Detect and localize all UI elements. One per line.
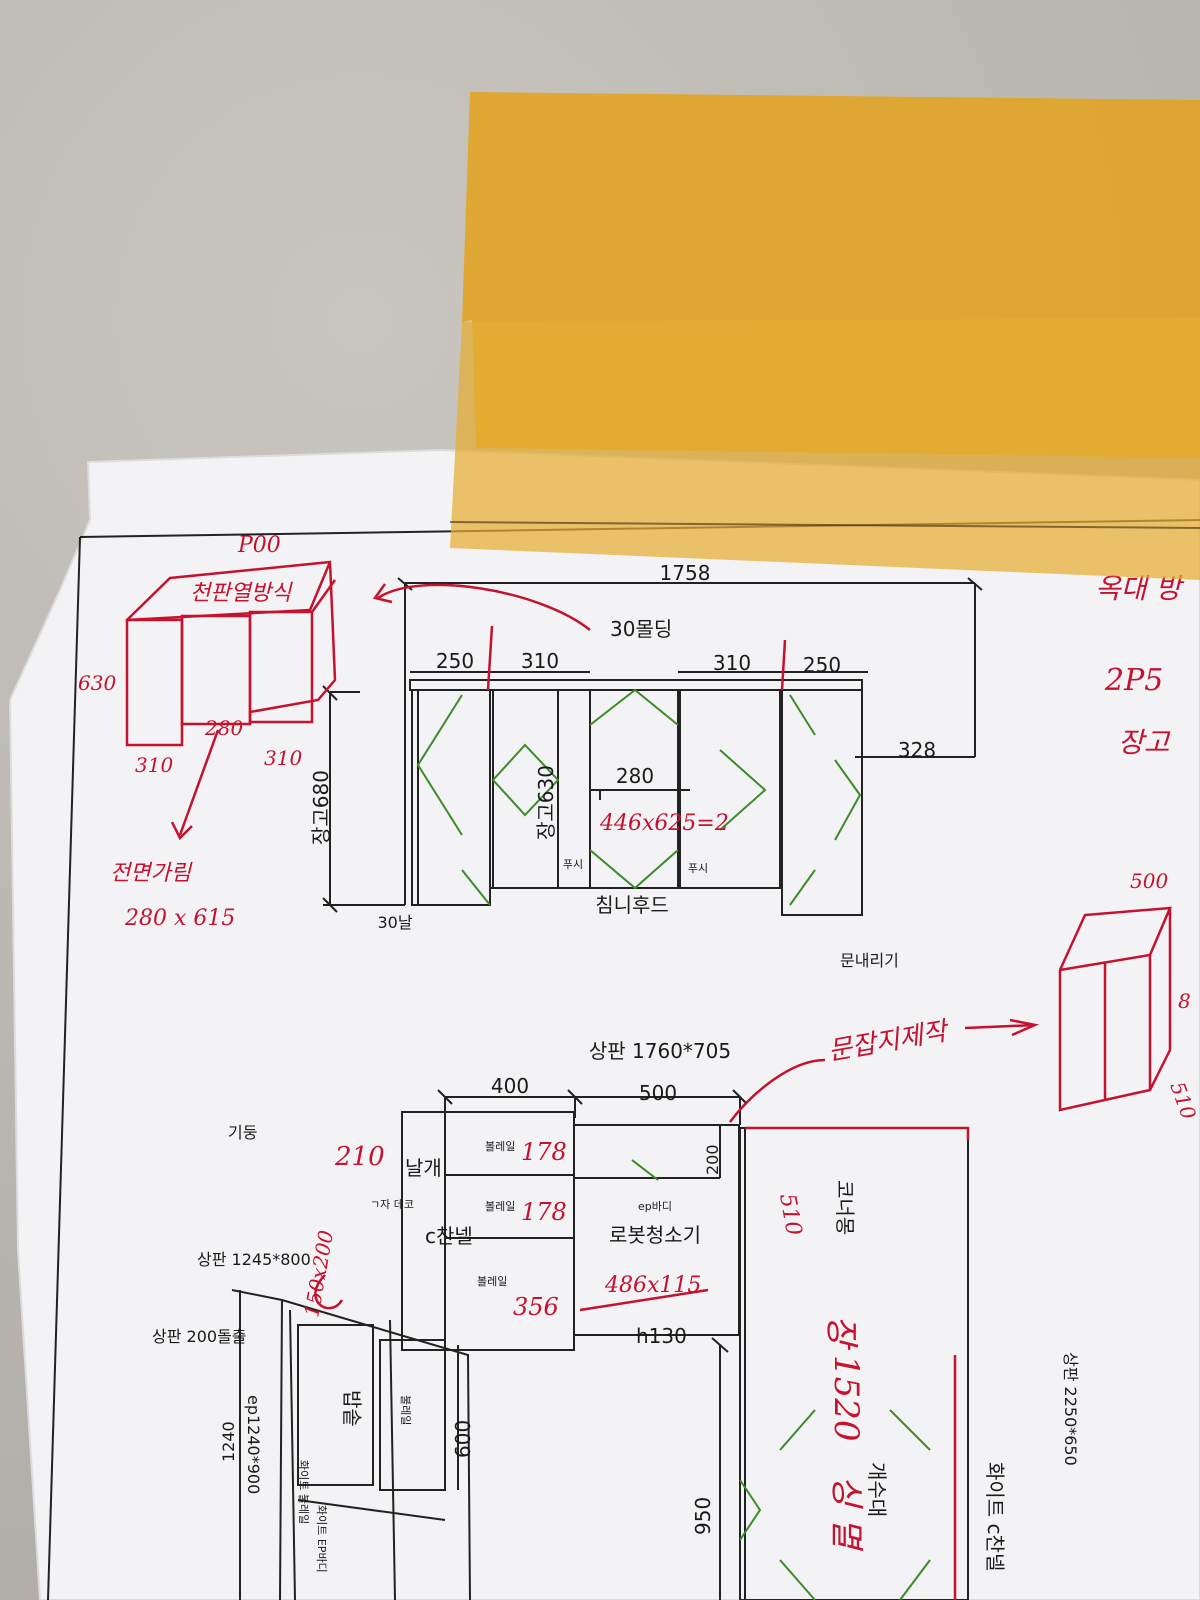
red-sink-note-1: 장 xyxy=(821,1315,861,1351)
upper-right-gap: 328 xyxy=(898,738,936,762)
red-front-panel-size: 280 x 615 xyxy=(124,906,235,931)
c-channel-label: c찬넬 xyxy=(425,1224,473,1248)
red-front-panel: 전면가림 xyxy=(110,861,193,886)
red-right-note-1: 옥대 방 xyxy=(1095,572,1184,605)
push-right-label: 푸시 xyxy=(688,862,708,875)
upper-cabinet-drawing xyxy=(322,577,983,916)
red-sink-note-3: 싱 멸 xyxy=(826,1475,866,1551)
rail-1-label: 볼레일 xyxy=(485,1139,515,1153)
wing-label: 날개 xyxy=(405,1156,442,1180)
red-sketch-top: P00 xyxy=(237,533,281,558)
red-sketch-height: 630 xyxy=(78,671,116,695)
red-sketch-right: 310 xyxy=(264,746,302,770)
lower-cabinet-drawing xyxy=(231,1089,969,1600)
upper-total-width: 1758 xyxy=(660,561,711,585)
countertop-right-label: 상판 2250*650 xyxy=(1061,1352,1080,1466)
page-border-left xyxy=(47,536,81,1600)
red-box-top: 500 xyxy=(1130,869,1168,893)
red-lower-marks xyxy=(314,906,1172,1600)
ep-side-label: ep1240*900 xyxy=(244,1395,263,1494)
center-width-label: 280 xyxy=(616,764,654,788)
chimney-hood-label: 침니후드 xyxy=(595,893,669,917)
upper-width-3: 310 xyxy=(713,651,751,675)
bottom-left-label: 30날 xyxy=(377,913,412,932)
door-drop-label: 문내리기 xyxy=(840,951,899,970)
lower-width-1: 400 xyxy=(491,1074,529,1098)
gap-200-label: 200 xyxy=(703,1144,722,1175)
red-box-side: 8 xyxy=(1178,989,1191,1013)
lower-door-swing-marks xyxy=(631,1159,931,1600)
rail-2-label: 볼레일 xyxy=(485,1199,515,1213)
rail-3-label: 볼레일 xyxy=(477,1274,507,1288)
red-right-note-3: 장고 xyxy=(1118,726,1171,759)
left-label-2: 화이트 EP바디 xyxy=(315,1505,328,1573)
left-label-1: 밥솥 xyxy=(340,1390,364,1427)
red-rail-size-3: 356 xyxy=(513,1293,559,1321)
white-channel-label: 화이트 c찬넬 xyxy=(983,1462,1007,1571)
red-sketch-center: 280 xyxy=(204,716,243,740)
push-left-label: 푸시 xyxy=(563,858,583,871)
corner-deco-label: ㄱ자 데코 xyxy=(370,1198,414,1211)
drawer-small-2-label: 화이트 불레일 xyxy=(297,1460,311,1524)
corner-mong-label: 코너몽 xyxy=(833,1180,857,1235)
molding-label: 30몰딩 xyxy=(610,617,672,641)
red-upper-sketch xyxy=(125,560,787,841)
red-right-note-2: 2P5 xyxy=(1104,663,1163,698)
countertop-left-label: 상판 1245*800 xyxy=(197,1250,311,1269)
drawer-small-1-label: 불레일 xyxy=(399,1395,413,1425)
red-center-note: 446x625=2 xyxy=(599,811,729,836)
height-600-label: 600 xyxy=(451,1420,475,1458)
upper-door-swing-marks xyxy=(416,688,862,906)
red-sketch-title: 천판열방식 xyxy=(190,581,293,606)
red-rail-size-1: 178 xyxy=(521,1138,567,1166)
red-sketch-left: 310 xyxy=(135,753,173,777)
height-1240-label: 1240 xyxy=(219,1421,238,1462)
countertop-main-label: 상판 1760*705 xyxy=(589,1039,731,1063)
sink-label: 개수대 xyxy=(865,1462,889,1517)
pillar-label: 기둥 xyxy=(228,1123,257,1142)
height-left-label: 장고680 xyxy=(309,770,333,845)
upper-width-4: 250 xyxy=(803,653,841,677)
upper-width-2: 310 xyxy=(521,649,559,673)
red-rail-size-2: 178 xyxy=(521,1198,567,1226)
robot-cleaner-label: 로봇청소기 xyxy=(609,1223,701,1247)
height-950-label: 950 xyxy=(691,1497,715,1535)
ep-body-label: ep바디 xyxy=(638,1200,672,1213)
red-left-number: 210 xyxy=(334,1142,385,1172)
red-robot-size: 486x115 xyxy=(604,1273,701,1298)
h130-label: h130 xyxy=(636,1324,687,1348)
upper-width-1: 250 xyxy=(436,649,474,673)
countertop-ext-label: 상판 200돌출 xyxy=(152,1327,247,1346)
lower-width-2: 500 xyxy=(639,1081,677,1105)
red-sink-note-2: 1520 xyxy=(826,1355,866,1442)
height-center-label: 장고630 xyxy=(534,765,558,840)
